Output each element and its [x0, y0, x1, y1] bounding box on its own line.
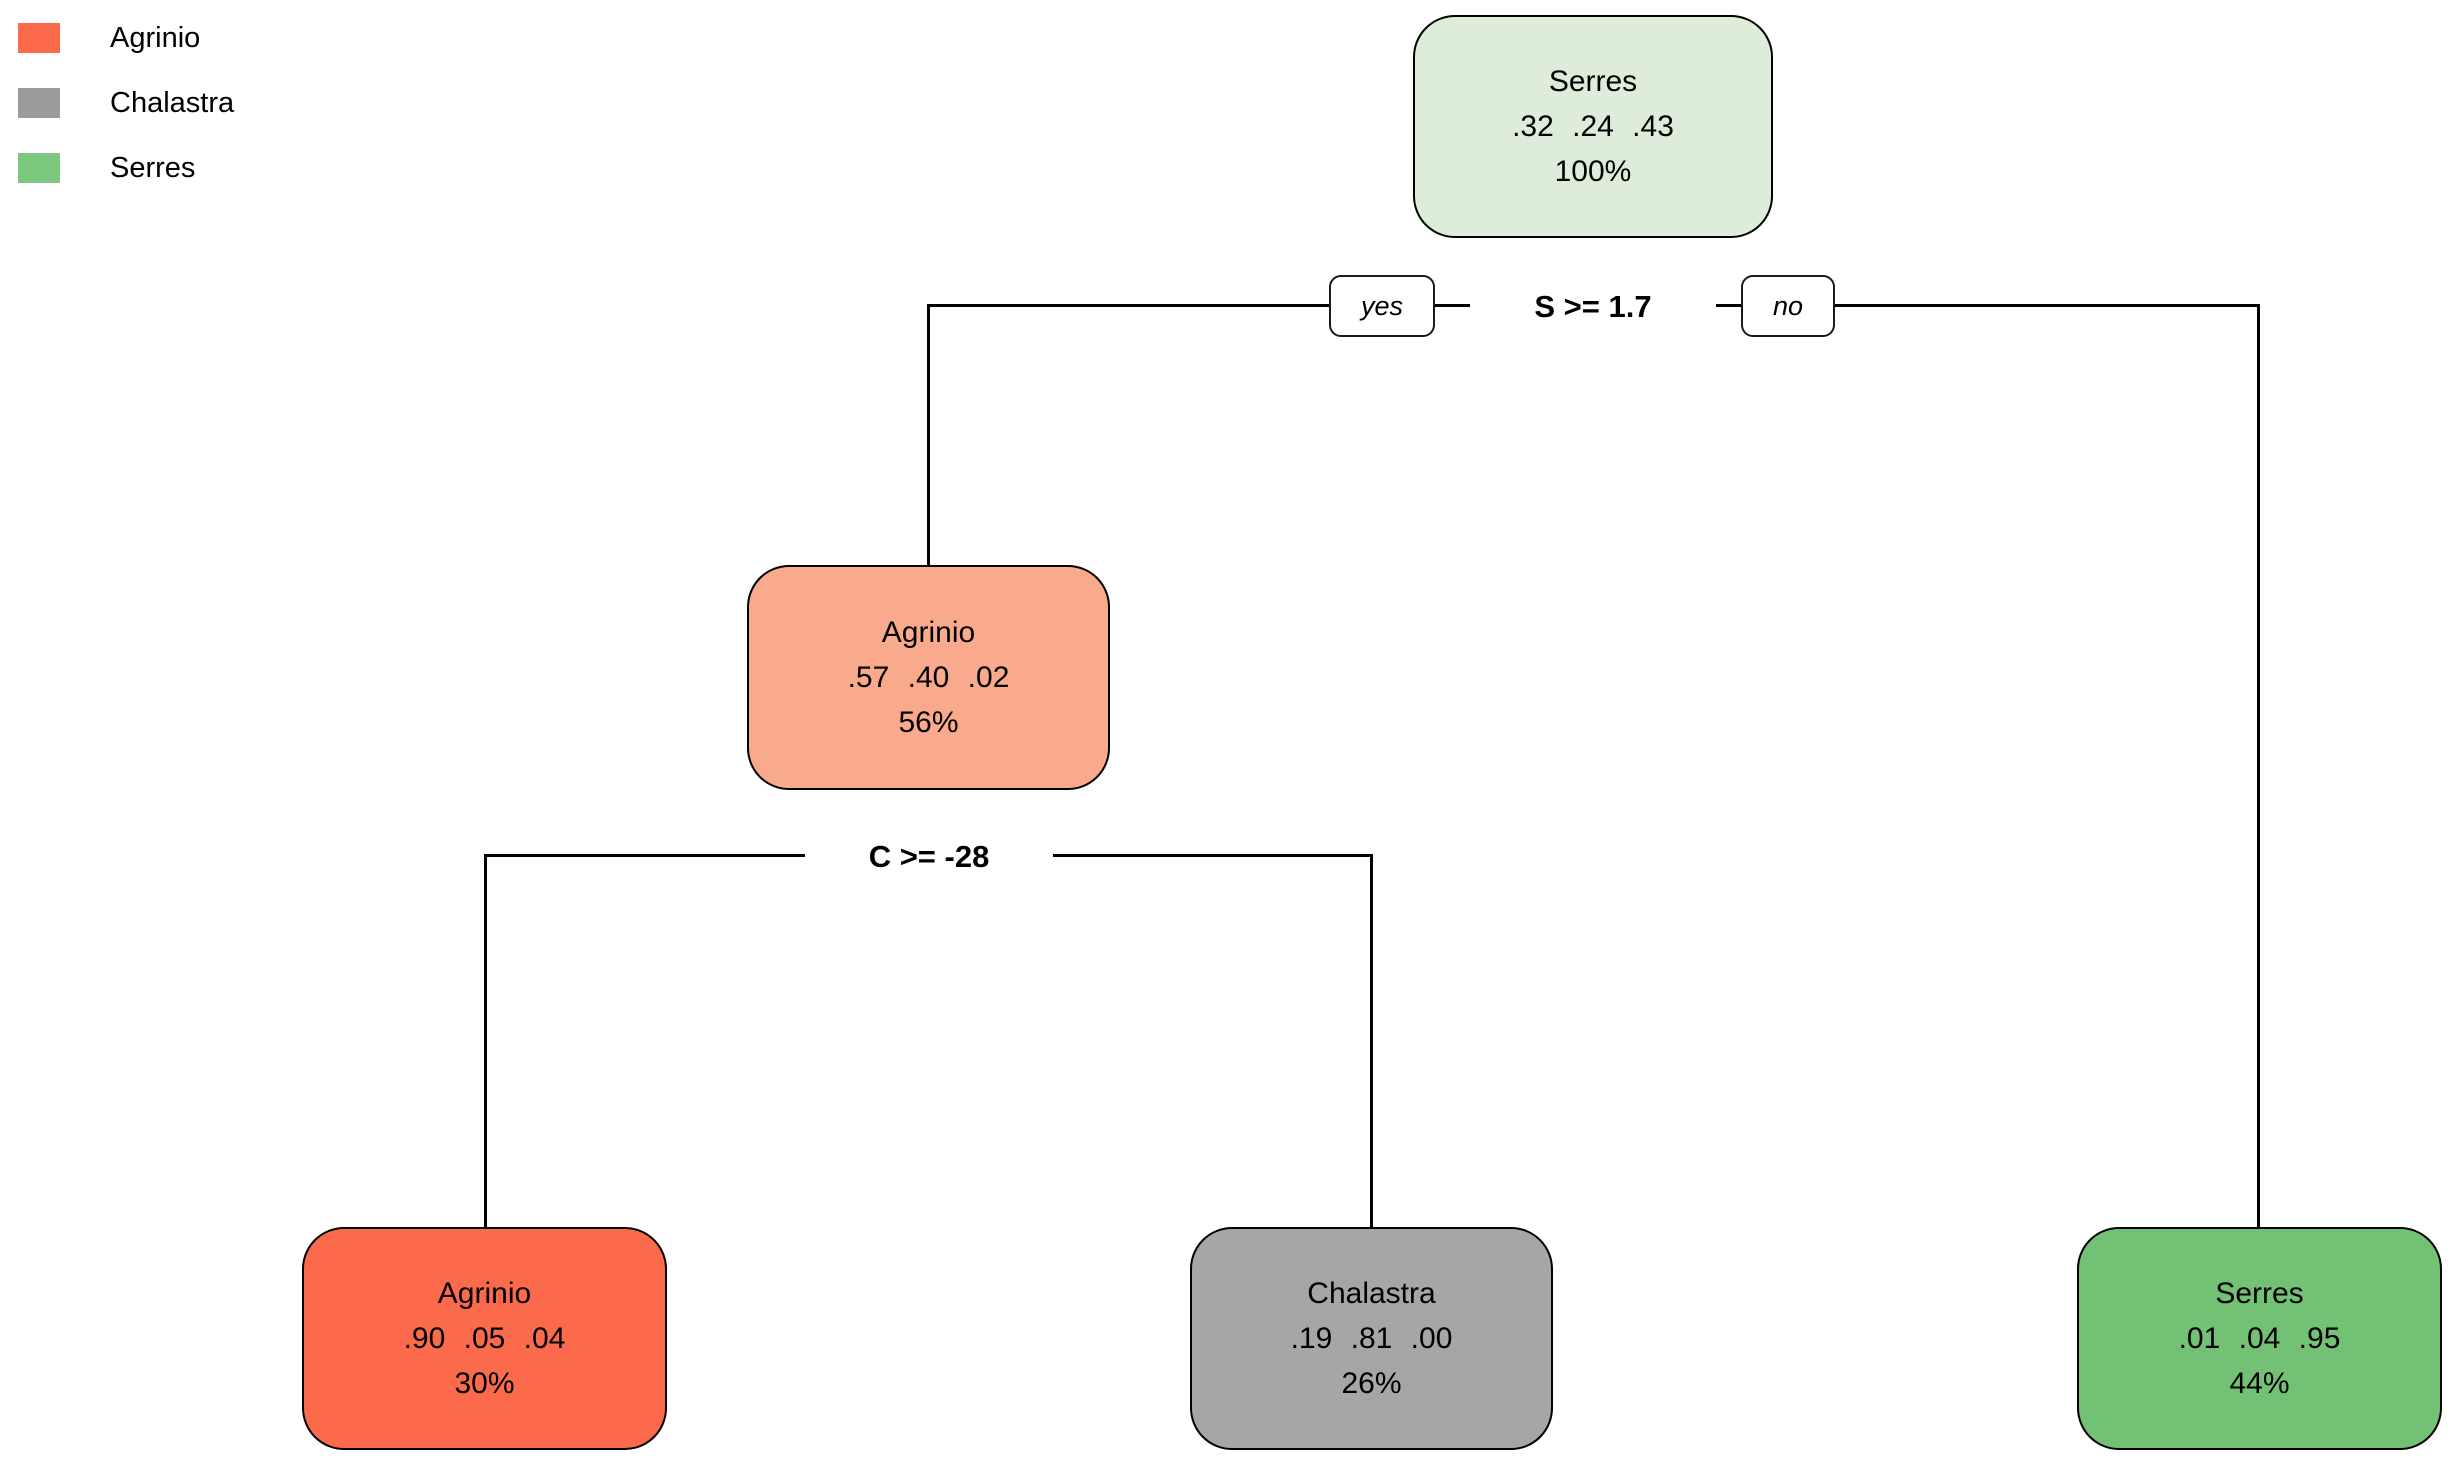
leaf-serres: Serres .01 .04 .95 44%: [2077, 1227, 2442, 1450]
legend-swatch-serres: [18, 153, 60, 183]
legend-swatch-agrinio: [18, 23, 60, 53]
node-probabilities: .90 .05 .04: [403, 1322, 566, 1355]
node-probabilities: .01 .04 .95: [2178, 1322, 2341, 1355]
node-probabilities: .57 .40 .02: [847, 661, 1010, 694]
node-root-serres: Serres .32 .24 .43 100%: [1413, 15, 1773, 238]
node-class-label: Serres: [2215, 1277, 2304, 1310]
yes-branch-tag: yes: [1329, 275, 1435, 337]
split1-condition-label: S >= 1.7: [1470, 278, 1716, 336]
leaf-agrinio: Agrinio .90 .05 .04 30%: [302, 1227, 667, 1450]
legend-item-agrinio: Agrinio: [18, 21, 200, 55]
node-class-label: Serres: [1548, 65, 1638, 98]
legend-label-chalastra: Chalastra: [110, 87, 235, 119]
legend-label-agrinio: Agrinio: [110, 22, 201, 54]
node-percent: 56%: [898, 706, 959, 739]
node-probabilities: .19 .81 .00: [1290, 1322, 1453, 1355]
leaf-chalastra: Chalastra .19 .81 .00 26%: [1190, 1227, 1553, 1450]
branch-line-to-agrinio-leaf: [484, 854, 487, 1229]
legend-swatch-chalastra: [18, 88, 60, 118]
legend-item-serres: Serres: [18, 151, 195, 185]
branch-line-to-agrinio-mid: [927, 304, 930, 567]
node-class-label: Agrinio: [881, 616, 976, 649]
node-percent: 30%: [454, 1367, 515, 1400]
node-percent: 100%: [1554, 155, 1632, 188]
split2-condition-label: C >= -28: [805, 828, 1053, 886]
no-branch-tag: no: [1741, 275, 1835, 337]
node-percent: 44%: [2229, 1367, 2290, 1400]
node-probabilities: .32 .24 .43: [1512, 110, 1674, 143]
legend-label-serres: Serres: [110, 152, 196, 184]
branch-line-to-serres-leaf: [2257, 304, 2260, 1229]
node-percent: 26%: [1341, 1367, 1402, 1400]
node-class-label: Agrinio: [437, 1277, 532, 1310]
branch-line-to-chalastra-leaf: [1370, 854, 1373, 1229]
node-agrinio-mid: Agrinio .57 .40 .02 56%: [747, 565, 1110, 790]
node-class-label: Chalastra: [1307, 1277, 1436, 1310]
legend-item-chalastra: Chalastra: [18, 86, 234, 120]
